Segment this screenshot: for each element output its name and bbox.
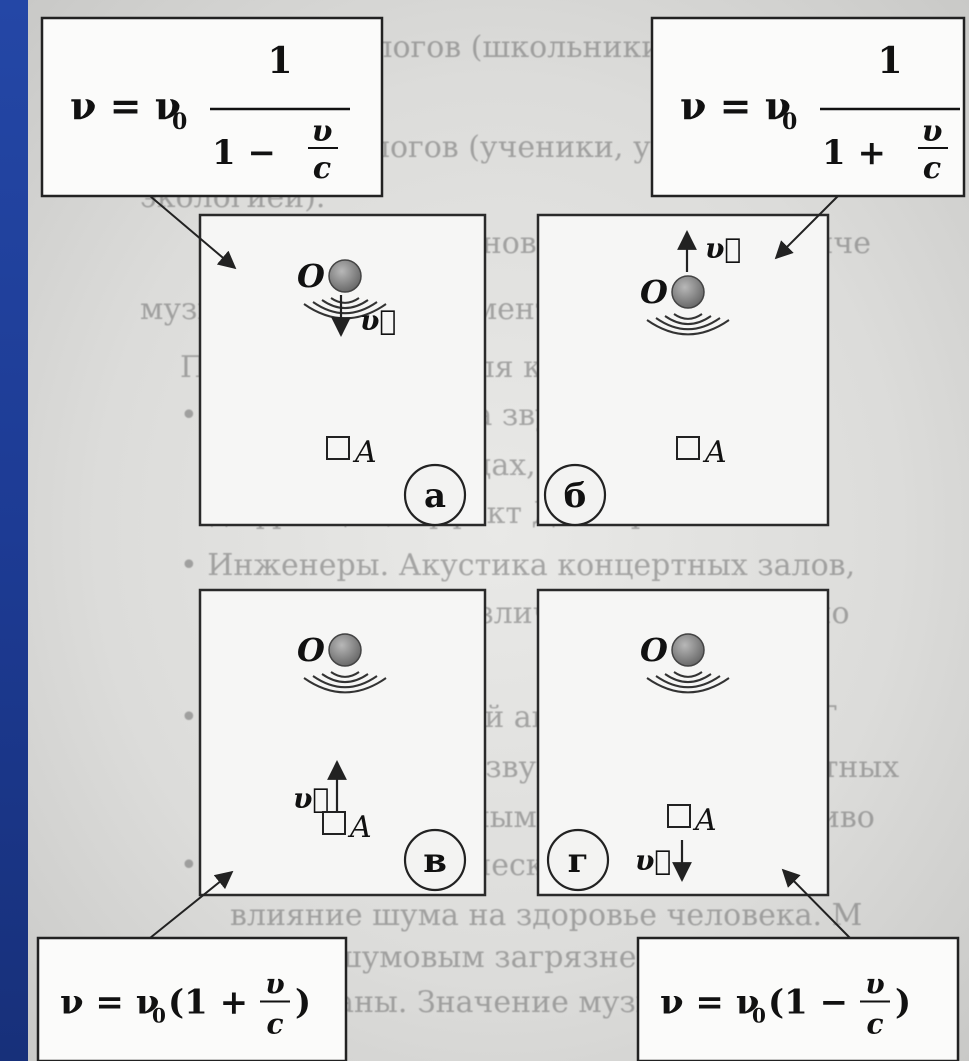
sound-wave-arc [312, 301, 378, 315]
observer-label: O [640, 273, 668, 311]
observer-ball [328, 259, 362, 293]
leader-arrow [149, 870, 234, 939]
source-label: A [347, 810, 372, 845]
formula-box-bottom-right: ν = ν0(1 − υc) [636, 936, 960, 1061]
panel-mark-label: в [423, 841, 447, 881]
observer-ball [328, 633, 362, 667]
sound-wave-arc [330, 297, 360, 304]
observer-ball [671, 633, 705, 667]
formula-paren-close: ) [295, 983, 311, 1023]
sound-wave-arc [646, 319, 730, 336]
velocity-label: υ⃗ [635, 844, 671, 877]
formula-paren-open: (1 + [168, 983, 248, 1023]
sound-wave-arc [330, 671, 360, 678]
panel-b: Oυ⃗ Aб [536, 213, 830, 527]
formula-lhs: ν = ν [660, 983, 759, 1023]
velocity-label: υ⃗ [705, 232, 741, 265]
formula-paren-open: (1 − [768, 983, 848, 1023]
sound-wave-arc [673, 671, 703, 678]
formula-denominator: 1 + [822, 133, 886, 173]
leader-arrow [781, 868, 851, 939]
leader-arrow [149, 195, 237, 270]
panel-mark-circle [543, 463, 607, 527]
formula-numerator: 1 [267, 40, 292, 82]
small-fraction-num: υ [265, 968, 284, 1001]
panel-g: Oυ⃗ Aг [536, 588, 830, 897]
sound-wave-arc [655, 317, 721, 331]
panel-mark-circle [403, 828, 467, 892]
source-square [322, 811, 346, 835]
observer-ball [671, 275, 705, 309]
sound-wave-arc [321, 673, 369, 684]
velocity-label: υ⃗ [293, 782, 329, 815]
source-label: A [702, 435, 727, 470]
panel-mark-label: а [424, 476, 446, 516]
sound-wave-arc [646, 677, 730, 694]
source-square [326, 436, 350, 460]
formula-subscript: 0 [752, 1004, 766, 1028]
formula-numerator: 1 [877, 40, 902, 82]
formula-box-bottom-left: ν = ν0(1 + υc) [36, 936, 348, 1061]
sound-wave-arc [655, 675, 721, 689]
source-square [667, 804, 691, 828]
observer-label: O [640, 631, 668, 669]
panel-v: Oυ⃗ Aв [198, 588, 487, 897]
panel-a: Oυ⃗ Aа [198, 213, 487, 527]
formula-lhs: ν = ν [70, 83, 181, 128]
formula-subscript: 0 [152, 1004, 166, 1028]
source-label: A [352, 435, 377, 470]
sound-wave-arc [673, 313, 703, 320]
formula-subscript: 0 [782, 109, 797, 135]
small-fraction-den: c [866, 1008, 883, 1041]
source-label: A [692, 803, 717, 838]
small-fraction-den: c [923, 151, 941, 186]
formula-lhs: ν = ν [60, 983, 159, 1023]
formula-subscript: 0 [172, 109, 187, 135]
panel-mark-label: г [568, 841, 589, 881]
observer-label: O [297, 631, 325, 669]
sound-wave-arc [312, 675, 378, 689]
sound-wave-arc [303, 677, 387, 694]
sound-wave-arc [664, 315, 712, 326]
sound-wave-arc [664, 673, 712, 684]
small-fraction-num: υ [312, 114, 333, 149]
observer-label: O [297, 257, 325, 295]
small-fraction-num: υ [922, 114, 943, 149]
formula-lhs: ν = ν [680, 83, 791, 128]
formula-box-top-right: ν = ν0 1 1 + υc [650, 16, 966, 198]
background-text-line: • Инженеры. Акустика концертных залов, [180, 548, 856, 583]
leader-arrow [774, 195, 839, 260]
small-fraction-num: υ [865, 968, 884, 1001]
velocity-label: υ⃗ [360, 304, 396, 337]
sound-wave-arc [321, 299, 369, 310]
small-fraction-den: c [266, 1008, 283, 1041]
panel-mark-label: б [564, 476, 587, 516]
formula-denominator: 1 − [212, 133, 276, 173]
source-square [676, 436, 700, 460]
formula-box-top-left: ν = ν0 1 1 − υc [40, 16, 384, 198]
panel-mark-circle [403, 463, 467, 527]
background-text-line: влияние шума на здоровье человека. М [230, 898, 863, 933]
formula-paren-close: ) [895, 983, 911, 1023]
small-fraction-den: c [313, 151, 331, 186]
panel-mark-circle [546, 828, 610, 892]
